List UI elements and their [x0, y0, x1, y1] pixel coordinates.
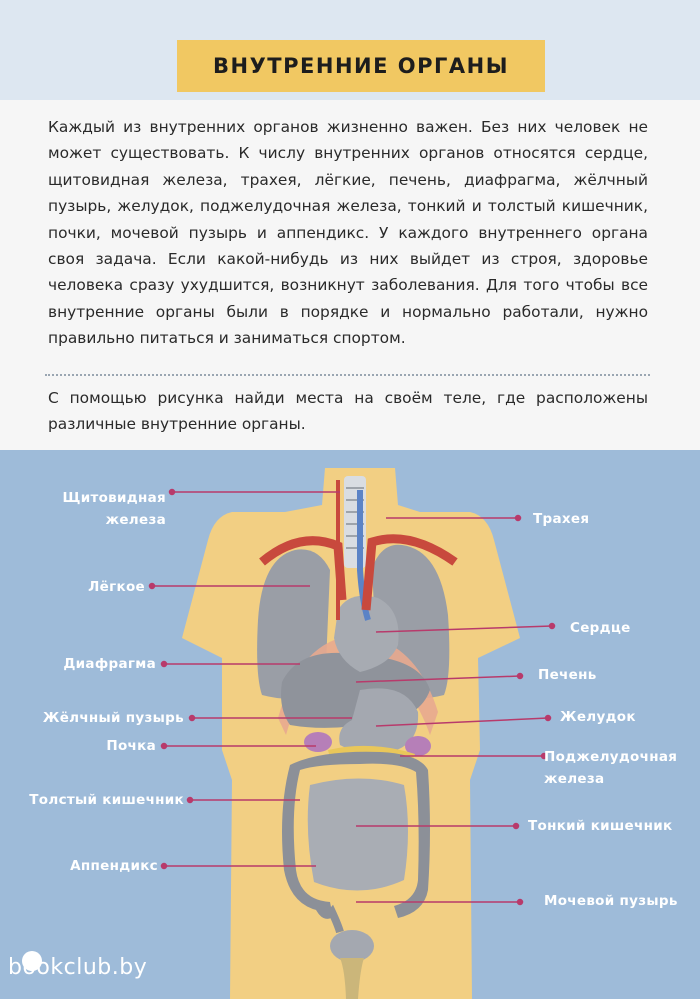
vein	[357, 490, 371, 621]
label-large-intestine: Толстый кишечник	[29, 792, 184, 808]
text-area	[0, 100, 700, 450]
label-appendix: Аппендикс	[70, 858, 158, 874]
label-thyroid: Щитовидная железа	[62, 490, 166, 528]
label-bladder: Мочевой пузырь	[544, 893, 678, 909]
watermark: bookclub.by	[8, 955, 148, 980]
anatomy-figure: Щитовидная железа Лёгкое Диафрагма Жёлчн…	[0, 450, 700, 999]
label-diaphragm: Диафрагма	[63, 656, 156, 672]
label-heart: Сердце	[570, 620, 631, 636]
label-gallbladder: Жёлчный пузырь	[42, 710, 184, 726]
task-paragraph: С помощью рисунка найди места на своём т…	[48, 389, 648, 434]
urethra	[340, 958, 364, 999]
small-intestine	[307, 778, 408, 891]
label-stomach: Желудок	[560, 709, 636, 725]
label-kidney: Почка	[106, 738, 156, 754]
title-banner: ВНУТРЕННИЕ ОРГАНЫ	[177, 40, 545, 92]
appendix	[314, 903, 344, 934]
label-liver: Печень	[538, 667, 597, 683]
label-pancreas: Поджелудочная железа	[544, 749, 678, 787]
bladder	[330, 930, 374, 962]
label-small-intestine: Тонкий кишечник	[528, 818, 673, 834]
intro-paragraph: Каждый из внутренних органов жизненно ва…	[48, 118, 648, 348]
label-trachea: Трахея	[533, 511, 590, 527]
label-lung: Лёгкое	[88, 579, 145, 595]
page-title: ВНУТРЕННИЕ ОРГАНЫ	[213, 54, 509, 78]
anatomy-diagram	[148, 468, 556, 999]
dotted-divider	[45, 374, 650, 376]
right-kidney	[405, 736, 431, 756]
left-kidney	[304, 732, 332, 752]
heart	[334, 595, 399, 672]
page-number-badge	[22, 951, 42, 971]
stomach	[339, 688, 419, 754]
